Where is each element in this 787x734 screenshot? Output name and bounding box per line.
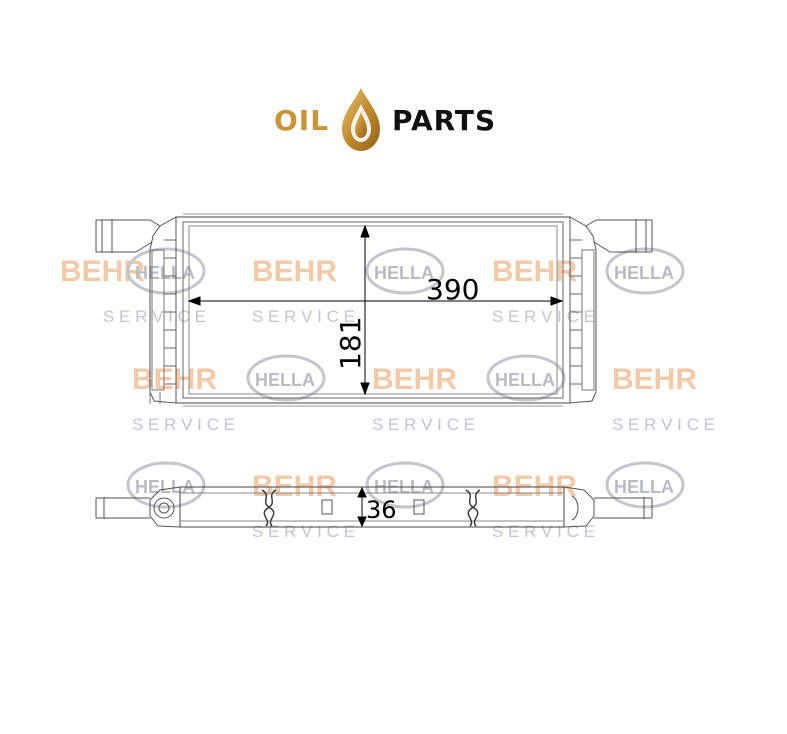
watermark-behr: BEHR — [252, 255, 337, 288]
logo-word-parts: PARTS — [392, 104, 497, 137]
watermark-hella-oval — [365, 247, 445, 295]
arrow-head — [357, 516, 367, 528]
right-outlet-pipe — [585, 219, 652, 253]
arrow-head — [360, 224, 370, 238]
side-right-pipe — [594, 497, 653, 519]
watermark-behr: BEHR — [492, 255, 577, 288]
watermark-hella-oval — [246, 354, 326, 402]
watermark-hella-oval — [486, 354, 566, 402]
side-clip — [465, 489, 479, 527]
watermark-behr: BEHR — [372, 363, 457, 396]
watermark-service: S E R V I C E — [103, 307, 206, 326]
logo-word-oil: OIL — [274, 104, 330, 137]
side-right-end — [563, 486, 595, 528]
watermark-hella-oval — [126, 247, 206, 295]
radiator-side-view — [95, 486, 653, 528]
radiator-front-view — [95, 213, 653, 407]
radiator-core — [182, 221, 564, 399]
depth-dimension-label: 36 — [366, 496, 397, 524]
left-inlet-pipe — [96, 219, 161, 253]
side-clip — [263, 489, 277, 527]
watermark-hella: HELLA — [374, 263, 434, 283]
watermark-hella-oval — [126, 461, 206, 509]
watermark-behr: BEHR — [132, 363, 217, 396]
watermark-hella-oval — [365, 461, 445, 509]
watermark-service: S E R V I C E — [252, 307, 355, 326]
watermark-service: S E R V I C E — [492, 522, 595, 541]
side-tab — [413, 499, 425, 515]
radiator-core-inner — [188, 225, 558, 395]
oil-drop-icon — [342, 88, 380, 151]
watermark-service: S E R V I C E — [372, 415, 475, 434]
side-tab — [321, 499, 333, 515]
oil-parts-logo: OIL PARTS — [270, 84, 510, 156]
side-core — [179, 486, 565, 528]
right-tank-ribs — [570, 239, 582, 385]
watermark-hella: HELLA — [135, 263, 195, 283]
watermark-service: S E R V I C E — [492, 307, 595, 326]
watermark-hella-oval — [605, 461, 685, 509]
depth-dimension — [357, 486, 367, 528]
width-dimension-label: 390 — [426, 273, 479, 306]
watermark-hella: HELLA — [614, 477, 674, 497]
watermark-service: S E R V I C E — [132, 415, 235, 434]
watermark-hella: HELLA — [614, 263, 674, 283]
watermark-hella: HELLA — [495, 370, 555, 390]
side-clip — [261, 489, 275, 527]
arrow-head — [550, 296, 564, 306]
side-left-end — [149, 486, 181, 528]
watermark-hella: HELLA — [255, 370, 315, 390]
arrow-head — [187, 296, 201, 306]
left-tank-ribs — [164, 239, 176, 385]
side-clip — [467, 489, 481, 527]
watermark-behr: BEHR — [612, 363, 697, 396]
dimension-lines — [187, 224, 564, 396]
arrow-head — [360, 382, 370, 396]
side-left-pipe — [95, 497, 150, 519]
watermark-hella-oval — [605, 247, 685, 295]
watermark-layer: BEHR BEHR BEHR HELLA HELLA HELLA S E R V… — [60, 247, 715, 541]
height-dimension-label: 181 — [334, 317, 367, 370]
right-tank — [569, 216, 597, 404]
watermark-service: S E R V I C E — [612, 415, 715, 434]
arrow-head — [357, 486, 367, 498]
left-tank — [149, 216, 177, 404]
side-left-bolt — [153, 497, 175, 519]
